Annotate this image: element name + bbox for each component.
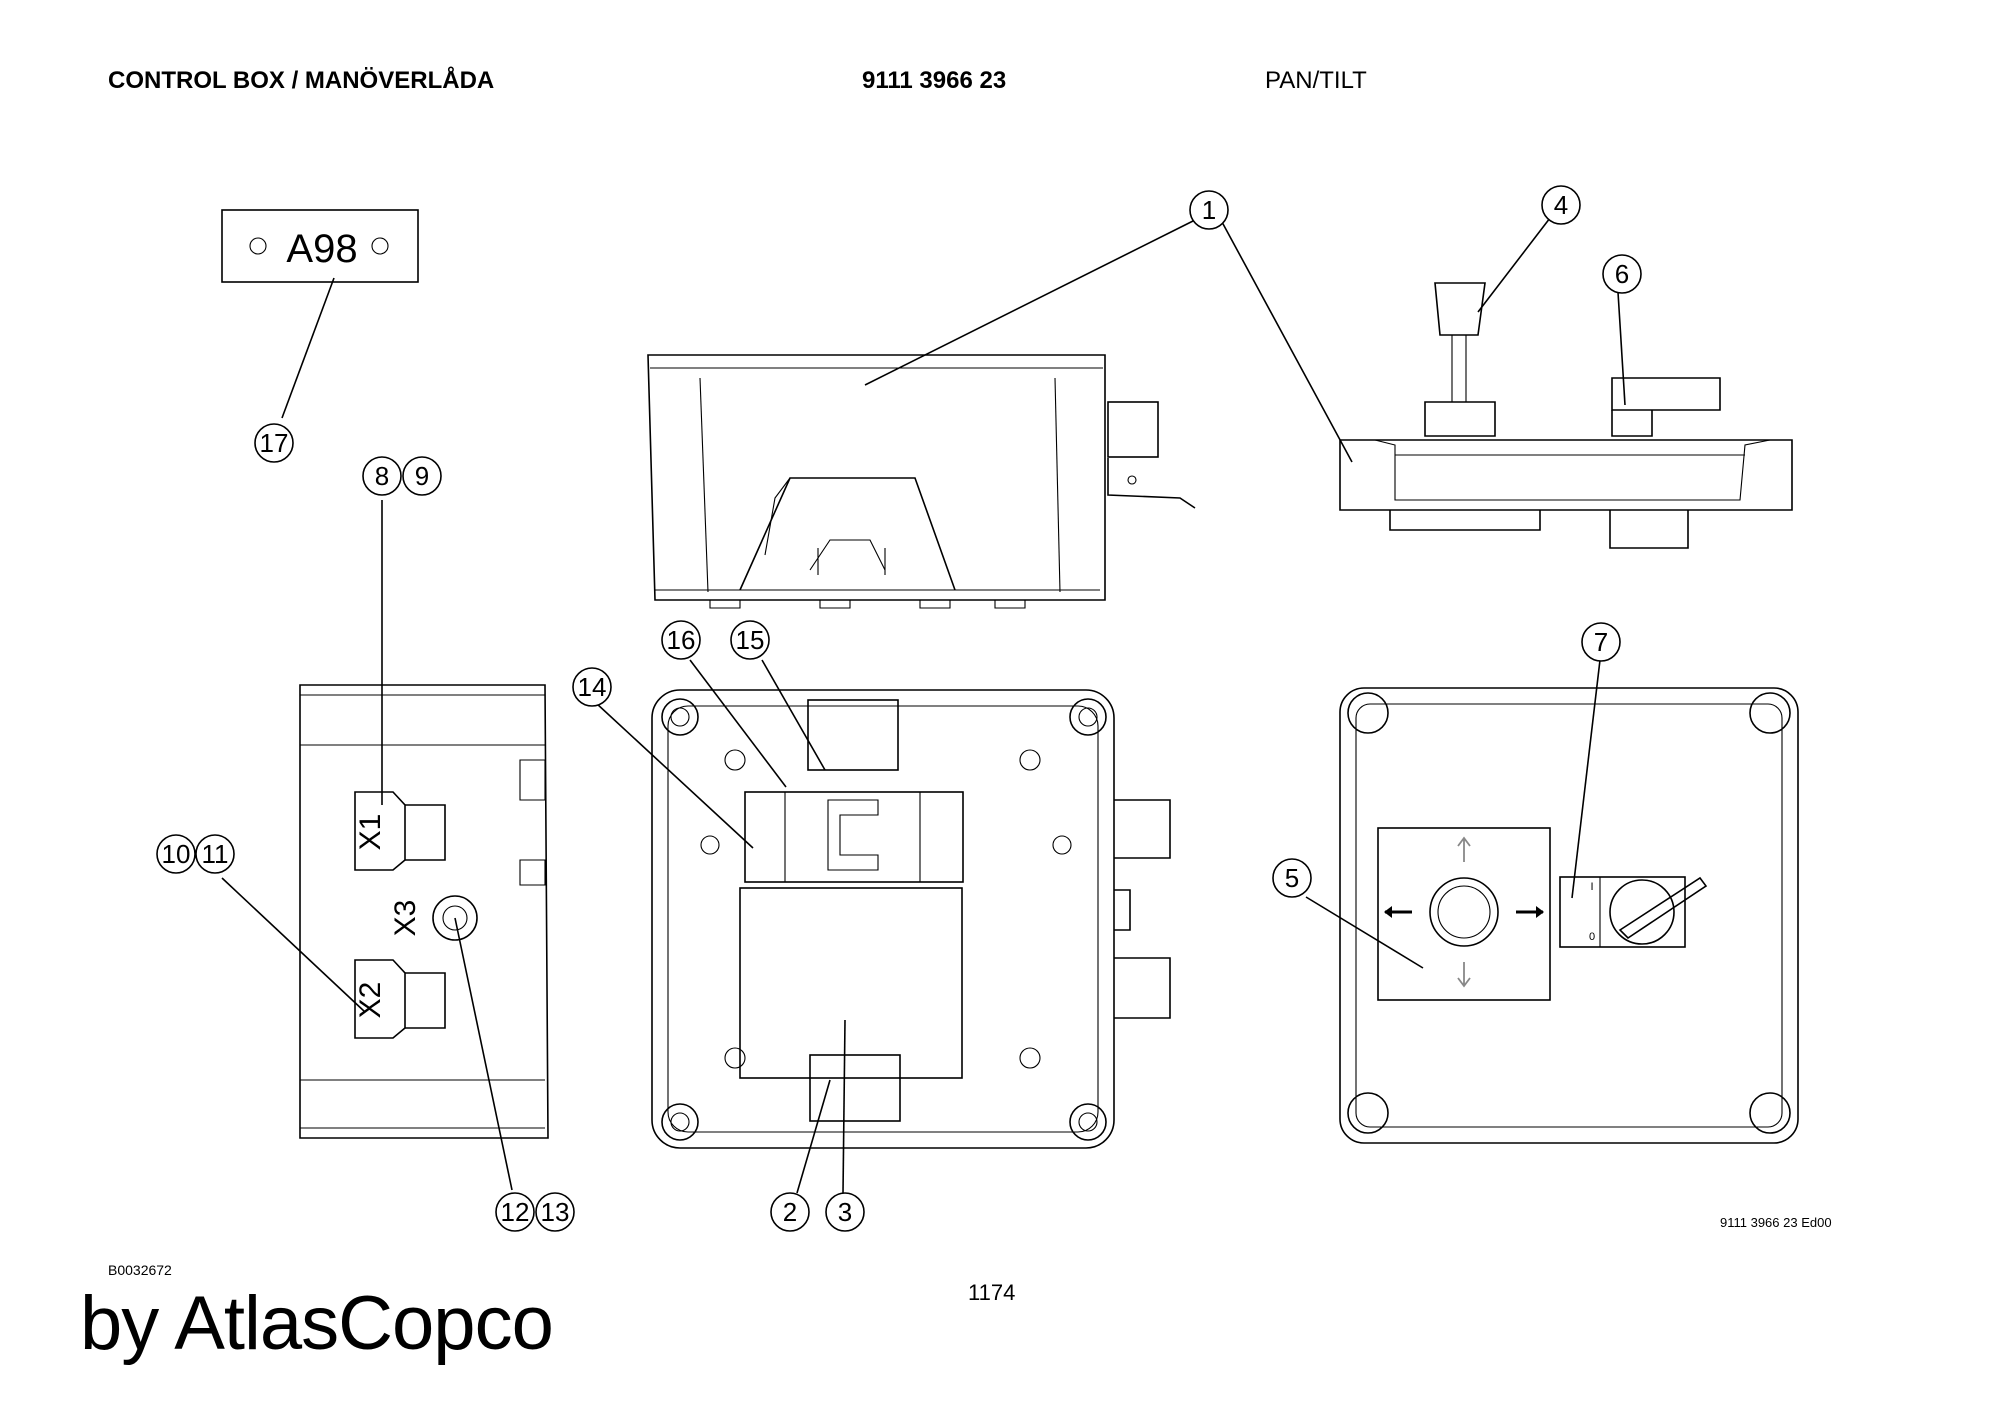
lid-side-view: [1339, 282, 1793, 549]
svg-text:7: 7: [1594, 627, 1608, 657]
page-title: CONTROL BOX / MANÖVERLÅDA: [108, 67, 495, 94]
page-subtitle: PAN/TILT: [1265, 67, 1367, 94]
connector-x2-label: X2: [354, 982, 387, 1019]
callout-11: 11: [195, 834, 235, 874]
svg-text:5: 5: [1285, 863, 1299, 893]
edition-number: 9111 3966 23 Ed00: [1720, 1215, 1832, 1230]
connector-x1-label: X1: [354, 814, 387, 851]
callout-8: 8: [362, 456, 402, 496]
svg-text:11: 11: [202, 839, 229, 869]
part-number: 9111 3966 23: [862, 67, 1007, 94]
svg-text:6: 6: [1615, 259, 1629, 289]
svg-text:4: 4: [1554, 190, 1568, 220]
nameplate-a98: A98: [221, 209, 419, 283]
svg-text:16: 16: [667, 625, 696, 655]
svg-text:10: 10: [162, 839, 191, 869]
callout-13: 13: [535, 1192, 575, 1232]
callout-14: 14: [572, 667, 612, 707]
callout-9: 9: [402, 456, 442, 496]
page-number: 1174: [968, 1280, 1016, 1305]
callout-10: 10: [156, 834, 196, 874]
drawing-reference: B0032672: [108, 1262, 172, 1278]
connector-side-view: X1 X2 X3: [299, 684, 549, 1139]
callout-15: 15: [730, 620, 770, 660]
svg-text:1: 1: [1202, 195, 1216, 225]
svg-text:12: 12: [501, 1197, 530, 1227]
callout-17: 17: [254, 423, 294, 463]
callout-5: 5: [1272, 858, 1312, 898]
callout-2: 2: [770, 1192, 810, 1232]
svg-text:9: 9: [415, 461, 429, 491]
svg-text:15: 15: [736, 625, 765, 655]
svg-text:14: 14: [578, 672, 607, 702]
open-box-front-view: [651, 689, 1171, 1149]
connector-x3-label: X3: [389, 900, 422, 937]
control-box-side-view: [647, 354, 1196, 609]
svg-text:13: 13: [541, 1197, 570, 1227]
callout-3: 3: [825, 1192, 865, 1232]
callout-7: 7: [1581, 622, 1621, 662]
switch-mark-on: I: [1590, 881, 1593, 893]
brand-logo-text: by AtlasCopco: [80, 1281, 554, 1366]
nameplate-label: A98: [286, 227, 357, 271]
svg-text:17: 17: [260, 428, 289, 458]
callout-16: 16: [661, 620, 701, 660]
callout-6: 6: [1602, 254, 1642, 294]
svg-text:3: 3: [838, 1197, 852, 1227]
lid-top-view: I 0: [1339, 687, 1799, 1144]
callout-4: 4: [1541, 185, 1581, 225]
svg-text:2: 2: [783, 1197, 797, 1227]
callout-12: 12: [495, 1192, 535, 1232]
switch-mark-off: 0: [1589, 931, 1595, 943]
svg-text:8: 8: [375, 461, 389, 491]
leader-lines: [221, 217, 1626, 1194]
callout-1: 1: [1189, 190, 1229, 230]
